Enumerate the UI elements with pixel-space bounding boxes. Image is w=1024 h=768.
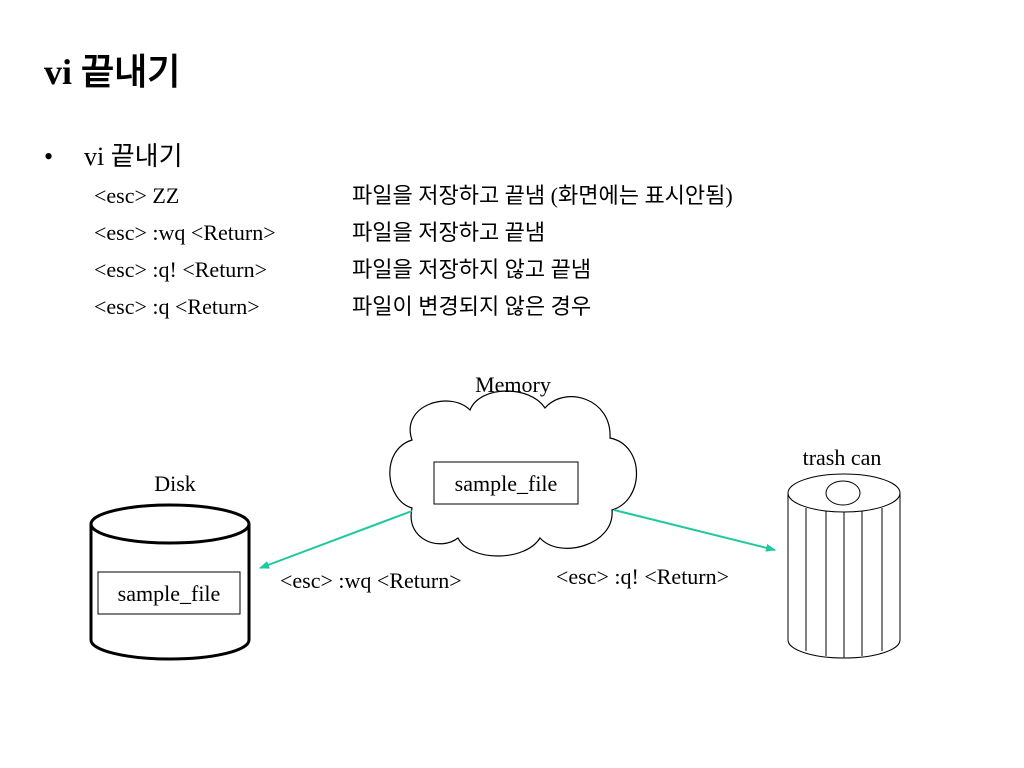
command-description: 파일을 저장하고 끝냄: [352, 220, 546, 245]
disk-cylinder: Disk sample_file: [89, 471, 251, 661]
arrow-to-trash-label: <esc> :q! <Return>: [556, 564, 729, 589]
disk-file-label: sample_file: [118, 581, 221, 606]
trash-label: trash can: [803, 445, 882, 470]
disk-label: Disk: [154, 471, 196, 496]
slide-title: vi 끝내기: [44, 52, 181, 92]
bullet-item: • vi 끝내기: [44, 140, 182, 174]
command-keys: <esc> :q <Return>: [94, 294, 260, 319]
trash-lid-hole: [825, 480, 861, 506]
arrow-to-disk-line: [259, 510, 413, 569]
memory-file-box: [433, 461, 579, 505]
bullet-symbol: •: [44, 142, 54, 171]
arrow-to-disk: <esc> :wq <Return>: [259, 510, 462, 593]
bullet-text: vi 끝내기: [84, 142, 183, 171]
arrow-to-trash: <esc> :q! <Return>: [556, 509, 776, 589]
arrow-to-disk-label: <esc> :wq <Return>: [280, 568, 462, 593]
trash-can: trash can: [787, 445, 901, 659]
command-keys: <esc> :q! <Return>: [94, 257, 268, 282]
command-description: 파일을 저장하고 끝냄 (화면에는 표시안됨): [352, 183, 733, 208]
memory-label: Memory: [475, 372, 551, 397]
command-keys: <esc> :wq <Return>: [94, 220, 276, 245]
arrow-to-trash-line: [613, 509, 776, 552]
command-keys: <esc> ZZ: [94, 183, 180, 208]
disk-file-box: [97, 571, 241, 615]
command-description: 파일을 저장하지 않고 끝냄: [352, 257, 592, 282]
memory-file-label: sample_file: [455, 471, 558, 496]
disk-top: [89, 503, 251, 545]
command-description: 파일이 변경되지 않은 경우: [352, 294, 592, 319]
memory-cloud: Memory sample_file: [389, 372, 638, 557]
